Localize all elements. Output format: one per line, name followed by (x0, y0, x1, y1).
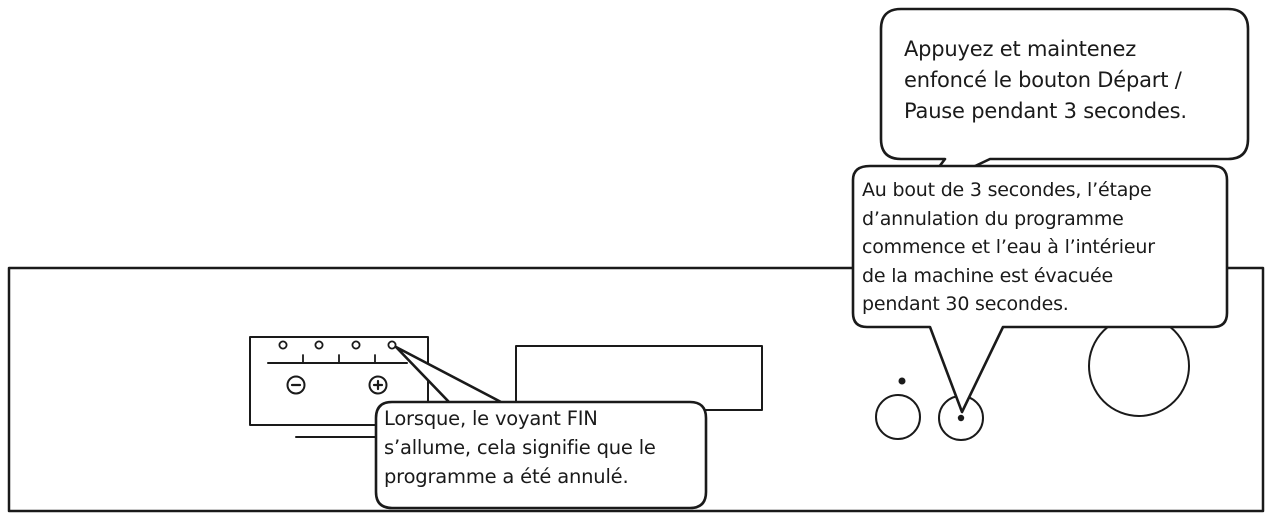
minus-button[interactable] (286, 375, 306, 395)
start-pause-center-dot (957, 414, 965, 422)
plus-button[interactable] (368, 375, 388, 395)
power-button[interactable] (875, 394, 921, 440)
callout-end-light-text: Lorsque, le voyant FIN s’allume, cela si… (384, 407, 656, 488)
panel-outline (7, 266, 1265, 513)
power-indicator-dot (898, 377, 906, 385)
program-knob[interactable] (1088, 315, 1190, 417)
callout-cancel-step-bubble (851, 164, 1229, 414)
display-window (515, 345, 763, 411)
callout-start-pause-text: Appuyez et maintenez enfoncé le bouton D… (904, 37, 1187, 123)
indicator-light-1 (278, 340, 288, 350)
callout-cancel-step-text: Au bout de 3 secondes, l’étape d’annulat… (862, 179, 1155, 315)
indicator-light-2 (314, 340, 324, 350)
indicator-light-end (387, 340, 397, 350)
indicator-light-3 (351, 340, 361, 350)
program-display-module (249, 336, 429, 438)
callout-end-light-bubble (374, 345, 708, 510)
